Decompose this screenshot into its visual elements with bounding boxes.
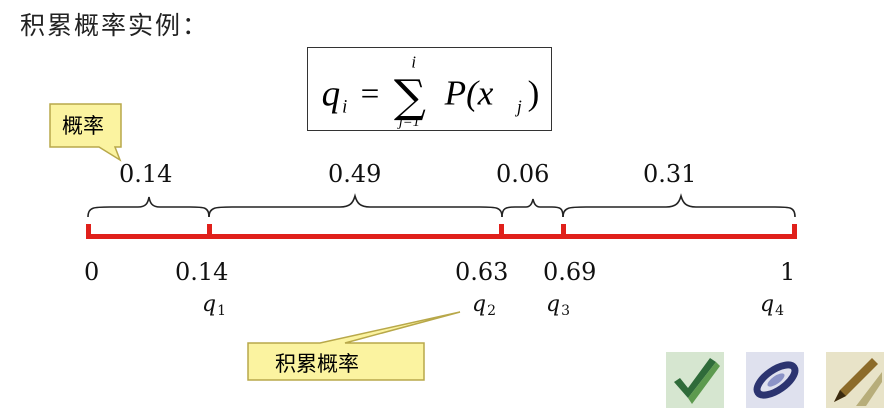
- brace-1: [88, 197, 209, 217]
- probability-label-3: 0.06: [496, 160, 549, 188]
- position-label-1: 1: [780, 258, 795, 286]
- probability-label-2: 0.49: [328, 160, 381, 188]
- probability-label-1: 0.14: [119, 160, 172, 188]
- pen-icon: [826, 352, 884, 408]
- cumulative-callout-text: 积累概率: [275, 352, 359, 376]
- tick-1: [792, 224, 797, 239]
- cumulative-callout: 积累概率: [248, 312, 460, 380]
- position-label-014: 0.14: [175, 258, 228, 286]
- position-label-063: 0.63: [455, 258, 508, 286]
- probability-callout-text: 概率: [62, 114, 104, 138]
- tick-063: [499, 224, 504, 239]
- probability-callout: 概率: [50, 104, 121, 160]
- q-label-1: q1: [202, 292, 226, 319]
- number-line: [86, 224, 797, 239]
- position-label-0: 0: [84, 258, 99, 286]
- brace-3: [502, 199, 563, 217]
- position-label-069: 0.69: [543, 258, 596, 286]
- check-icon: [666, 352, 724, 408]
- q-label-4: q4: [760, 292, 784, 319]
- q-label-2: q2: [472, 292, 496, 319]
- braces: [88, 196, 795, 217]
- tick-014: [207, 224, 212, 239]
- tick-0: [86, 224, 91, 239]
- probability-label-4: 0.31: [643, 160, 696, 188]
- brace-2: [209, 196, 502, 217]
- q-label-3: q3: [546, 292, 570, 319]
- tick-069: [561, 224, 566, 239]
- ring-icon: [746, 352, 804, 408]
- brace-4: [563, 196, 795, 217]
- number-line-bar: [86, 234, 797, 239]
